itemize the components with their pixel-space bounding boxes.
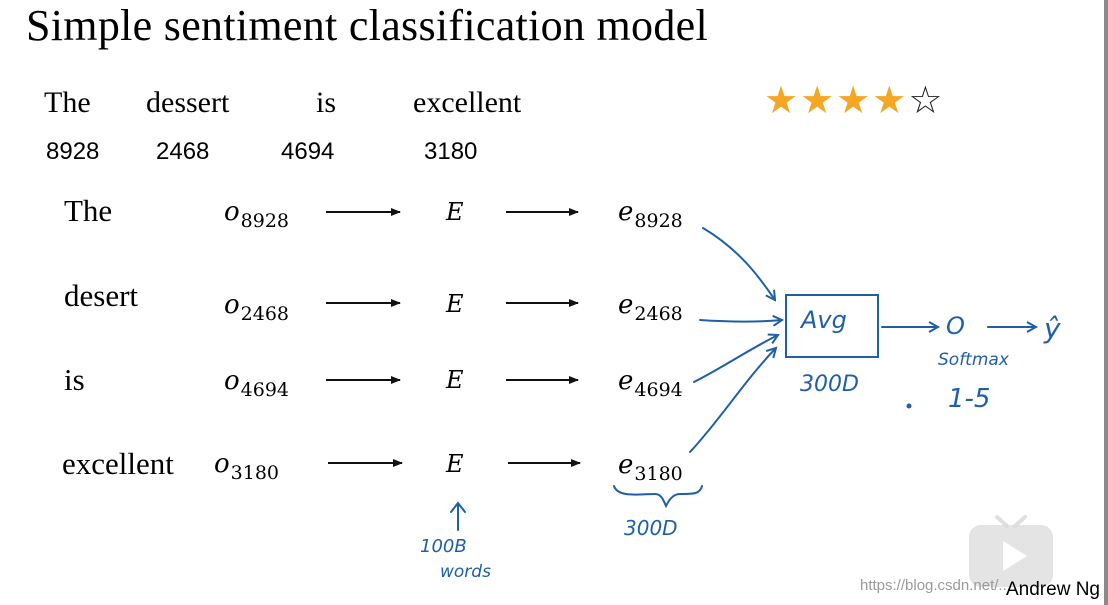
embedding-matrix: E <box>446 450 464 478</box>
sentence-word: The <box>44 86 91 119</box>
embedding-matrix: E <box>446 198 464 226</box>
y-hat: ŷ <box>1044 312 1061 345</box>
embedding-vector: e8928 <box>618 197 683 232</box>
embedding-vector: e2468 <box>618 290 683 325</box>
ink-arrow <box>699 320 782 322</box>
embedding-dimension: 300D <box>624 516 678 540</box>
avg-dimension: 300D <box>800 372 859 397</box>
star-filled-icon: ★ <box>764 78 801 122</box>
star-filled-icon: ★ <box>872 78 909 122</box>
slide-title: Simple sentiment classification model <box>26 1 708 50</box>
star-filled-icon: ★ <box>836 78 873 122</box>
star-empty-icon: ☆ <box>908 78 945 122</box>
word-index: 2468 <box>156 138 210 165</box>
row-word: desert <box>64 278 139 313</box>
watermark: https://blog.csdn.net/... <box>860 577 1011 594</box>
embedding-matrix: E <box>446 366 464 394</box>
ink-arrow <box>702 227 775 300</box>
row-word: is <box>64 362 85 397</box>
sentence-word: excellent <box>413 86 522 119</box>
one-hot-vector: o2468 <box>224 290 290 325</box>
embedding-vector: e3180 <box>618 450 683 485</box>
one-hot-vector: o4694 <box>224 366 290 401</box>
vocab-unit: words <box>440 562 491 582</box>
row-word: The <box>64 193 113 228</box>
author-credit: Andrew Ng <box>1006 579 1100 600</box>
one-hot-vector: o8928 <box>224 197 290 232</box>
avg-label: Avg <box>801 306 847 334</box>
vocab-size: 100B <box>420 536 467 557</box>
star-filled-icon: ★ <box>800 78 837 122</box>
sentence-word: dessert <box>146 86 230 119</box>
star-rating: ★★★★☆ <box>764 78 944 122</box>
word-index: 3180 <box>424 138 478 165</box>
embedding-matrix: E <box>446 290 464 318</box>
vocab-up-arrow <box>450 501 466 531</box>
ink-dot <box>906 403 912 409</box>
embedding-vector: e4694 <box>618 366 683 401</box>
embedding-brace <box>613 485 703 509</box>
ink-arrow <box>693 335 778 383</box>
word-index: 8928 <box>46 138 100 165</box>
row-word: excellent <box>62 446 174 481</box>
softmax-range: 1-5 <box>948 384 991 414</box>
slide-edge <box>1104 0 1108 605</box>
play-button-icon[interactable] <box>967 515 1055 589</box>
sentence-word: is <box>316 86 337 119</box>
ink-arrow <box>689 348 776 453</box>
softmax-label: Softmax <box>938 350 1009 370</box>
word-index: 4694 <box>281 138 335 165</box>
one-hot-vector: o3180 <box>214 449 280 484</box>
output-node: O <box>946 312 965 340</box>
avg-box <box>785 294 879 358</box>
